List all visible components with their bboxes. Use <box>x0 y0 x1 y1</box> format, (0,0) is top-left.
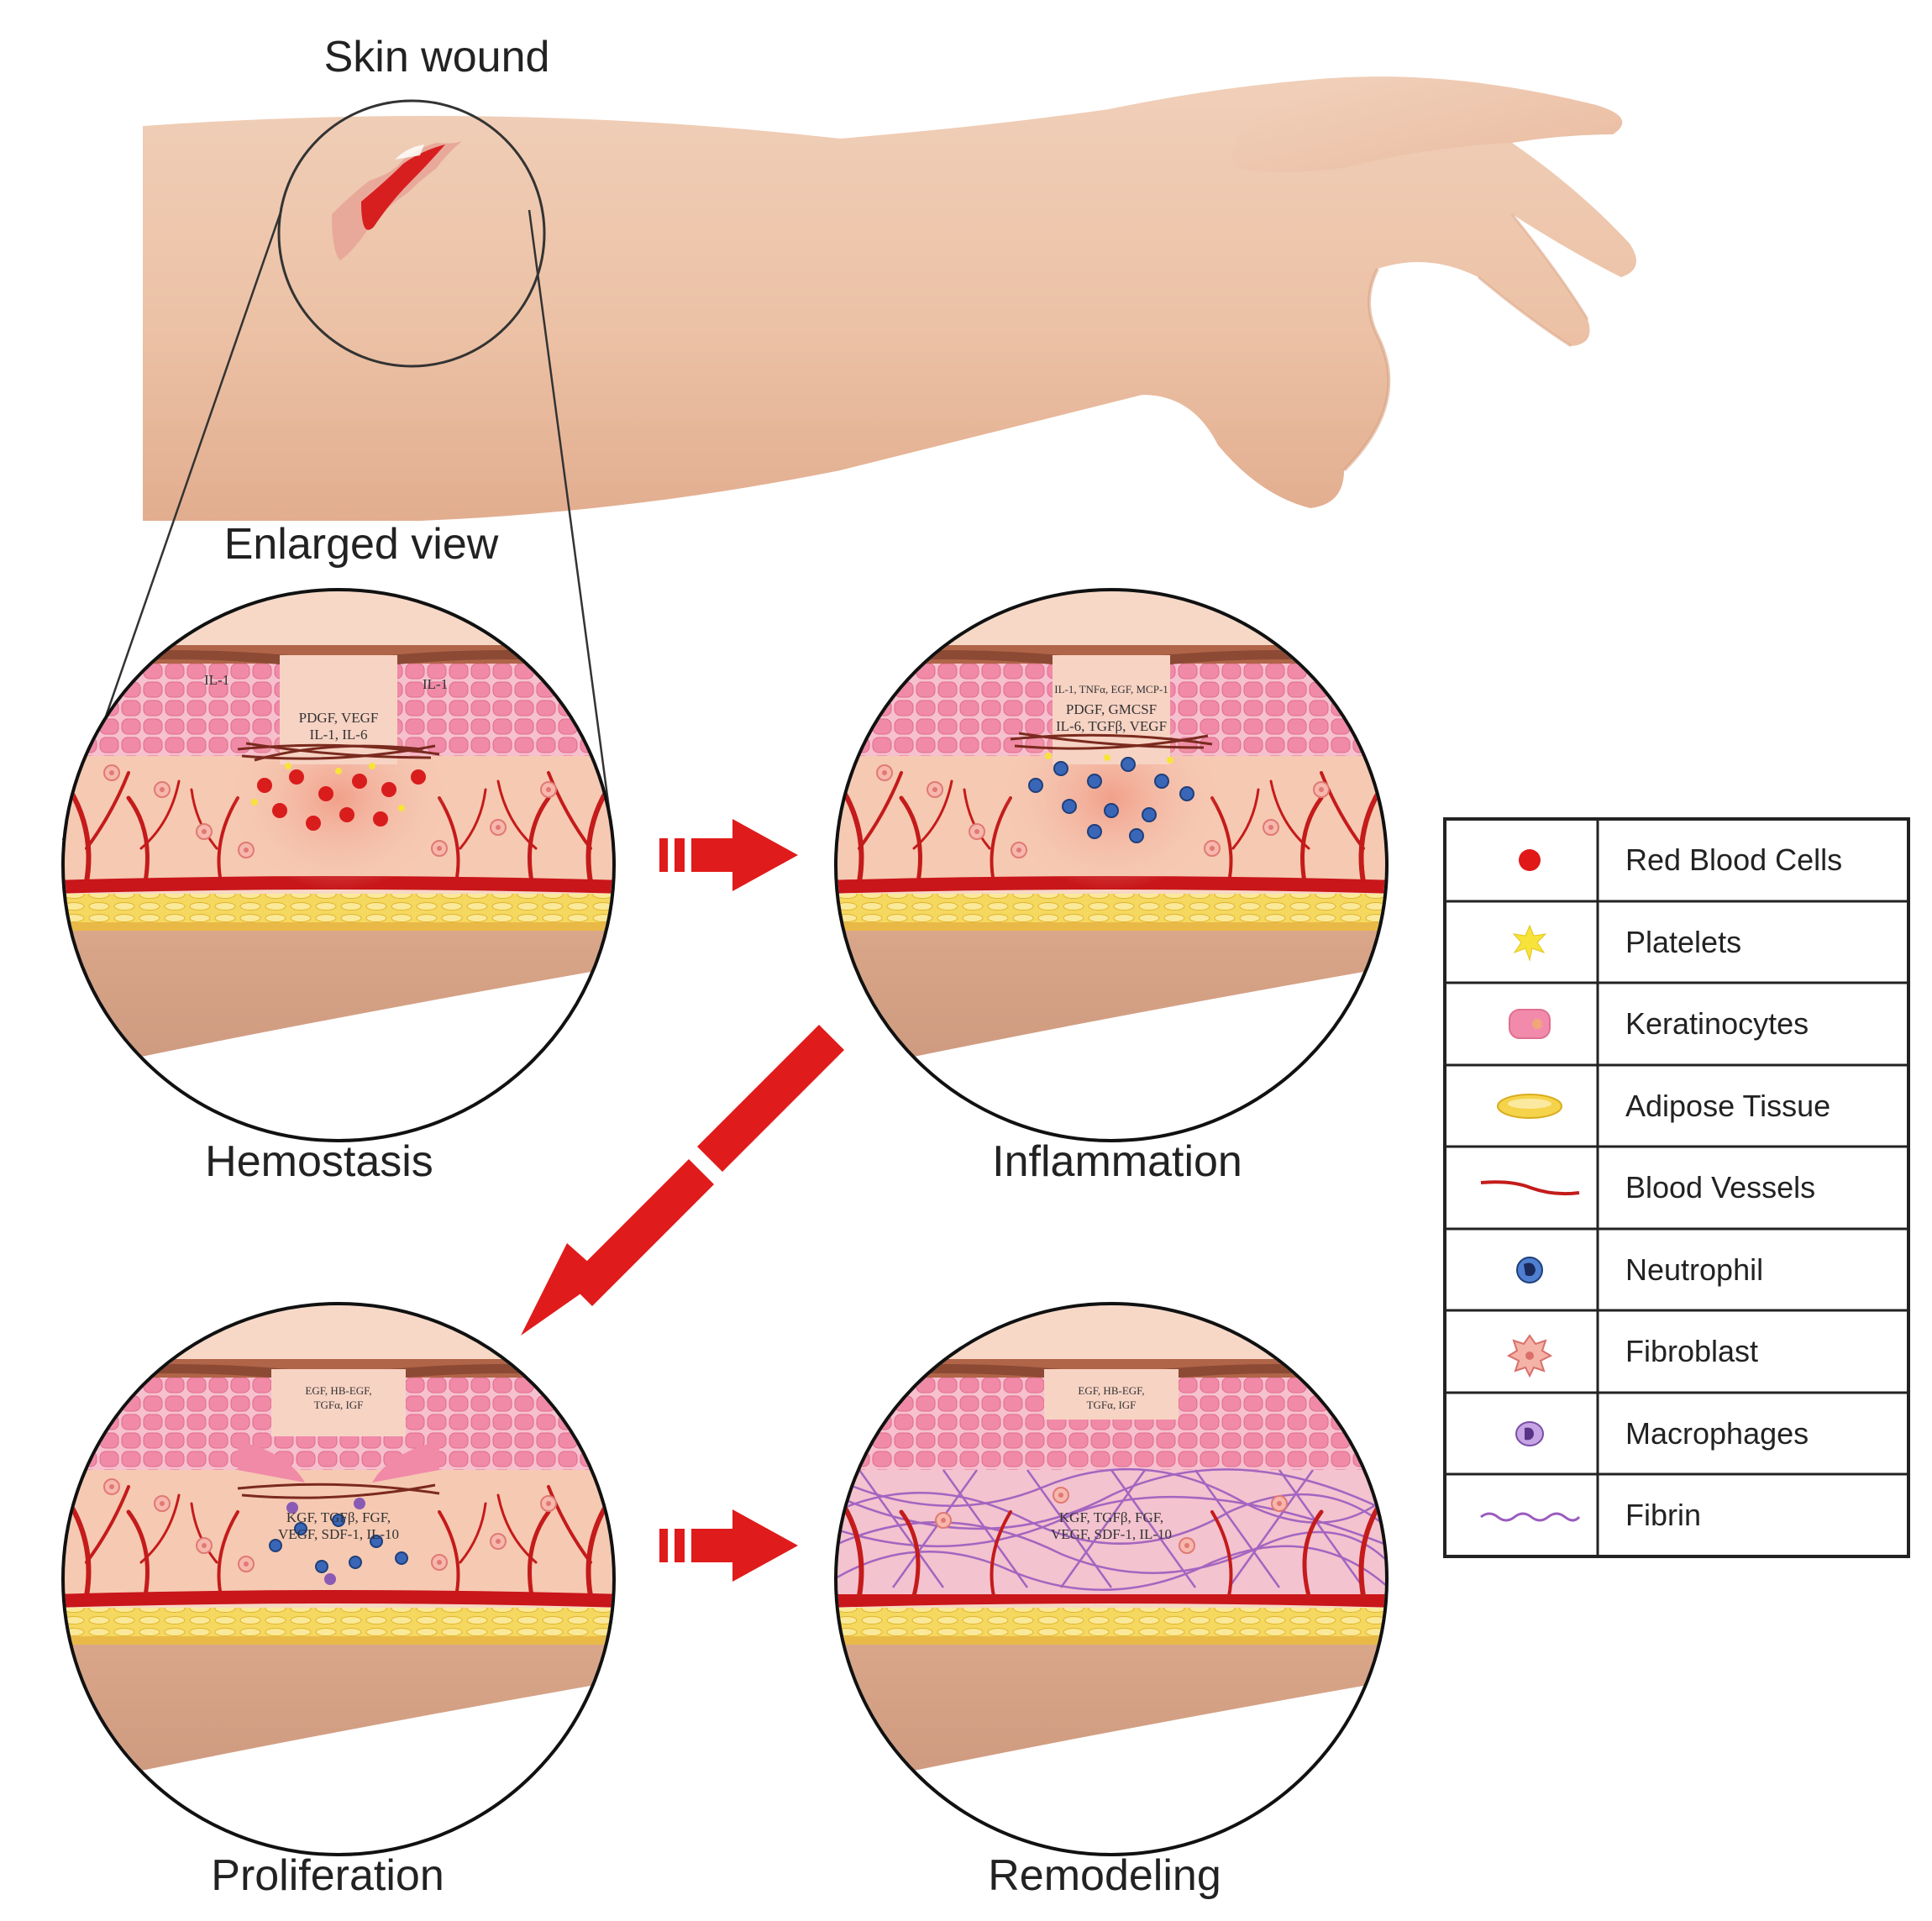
zoom-line-right <box>528 209 615 841</box>
legend-label: Keratinocytes <box>1625 1006 1809 1041</box>
cytokine-label: PDGF, VEGF <box>299 710 379 726</box>
cytokine-label: KGF, TGFβ, FGF, <box>286 1509 391 1525</box>
blood-vessel-icon <box>1480 1180 1580 1196</box>
forearm-illustration <box>143 76 1636 521</box>
legend-label: Neutrophil <box>1625 1252 1763 1287</box>
cytokine-label: PDGF, GMCSF <box>1066 701 1157 717</box>
legend-label: Adipose Tissue <box>1625 1089 1830 1123</box>
cytokine-label: KGF, TGFβ, FGF, <box>1059 1509 1163 1525</box>
inflammation-label: Inflammation <box>992 1137 1242 1186</box>
cytokine-label: EGF, HB-EGF, <box>1078 1384 1144 1397</box>
legend-label: Red Blood Cells <box>1625 842 1842 877</box>
cytokine-label: TGFα, IGF <box>1087 1399 1137 1411</box>
arrow-inflammation-to-proliferation <box>521 1025 844 1336</box>
cytokine-label: IL-1, IL-6 <box>310 727 368 743</box>
skin-wound-label: Skin wound <box>324 33 550 81</box>
fibroblast-icon <box>1506 1334 1553 1378</box>
hemostasis-panel: IL-1 IL-1 PDGF, VEGF IL-1, IL-6 <box>61 588 616 1142</box>
legend-label: Blood Vessels <box>1625 1170 1815 1205</box>
remodeling-panel: EGF, HB-EGF, TGFα, IGF KGF, TGFβ, FGF, V… <box>834 1302 1389 1856</box>
cytokine-label: IL-1, TNFα, EGF, MCP-1 <box>1054 683 1168 695</box>
fibrin-icon <box>1480 1512 1581 1522</box>
macrophage-icon <box>1515 1421 1544 1446</box>
arrow-proliferation-to-remodeling <box>659 1509 798 1582</box>
magnifier-circle <box>277 99 546 368</box>
legend-label: Macrophages <box>1625 1416 1809 1451</box>
cytokine-label: EGF, HB-EGF, <box>305 1384 371 1397</box>
legend-label: Fibrin <box>1625 1498 1701 1532</box>
hemostasis-label: Hemostasis <box>205 1137 433 1186</box>
neutrophil-icon <box>1516 1257 1543 1283</box>
enlarged-view-label: Enlarged view <box>224 520 499 569</box>
platelet-icon <box>1512 924 1547 962</box>
legend-label: Fibroblast <box>1625 1334 1758 1368</box>
adipose-tissue-icon <box>1497 1094 1562 1119</box>
cytokine-label: VEGF, SDF-1, IL-10 <box>1051 1526 1172 1542</box>
arrow-hemostasis-to-inflammation <box>659 819 798 891</box>
cytokine-label: IL-1 <box>423 676 448 692</box>
cytokine-label: IL-6, TGFβ, VEGF <box>1056 718 1167 734</box>
legend-label: Platelets <box>1625 925 1741 959</box>
legend-table: Red Blood Cells Platelets Keratinocytes … <box>1443 817 1910 1558</box>
cytokine-label: VEGF, SDF-1, IL-10 <box>278 1526 399 1542</box>
cytokine-label: IL-1 <box>204 672 229 688</box>
cytokine-label: TGFα, IGF <box>314 1399 364 1411</box>
proliferation-label: Proliferation <box>211 1851 444 1900</box>
keratinocyte-icon <box>1509 1009 1551 1039</box>
remodeling-label: Remodeling <box>988 1851 1221 1900</box>
inflammation-panel: IL-1, TNFα, EGF, MCP-1 PDGF, GMCSF IL-6,… <box>834 588 1389 1142</box>
red-blood-cell-icon <box>1519 849 1541 871</box>
proliferation-panel: EGF, HB-EGF, TGFα, IGF KGF, TGFβ, FGF, V… <box>61 1302 616 1856</box>
